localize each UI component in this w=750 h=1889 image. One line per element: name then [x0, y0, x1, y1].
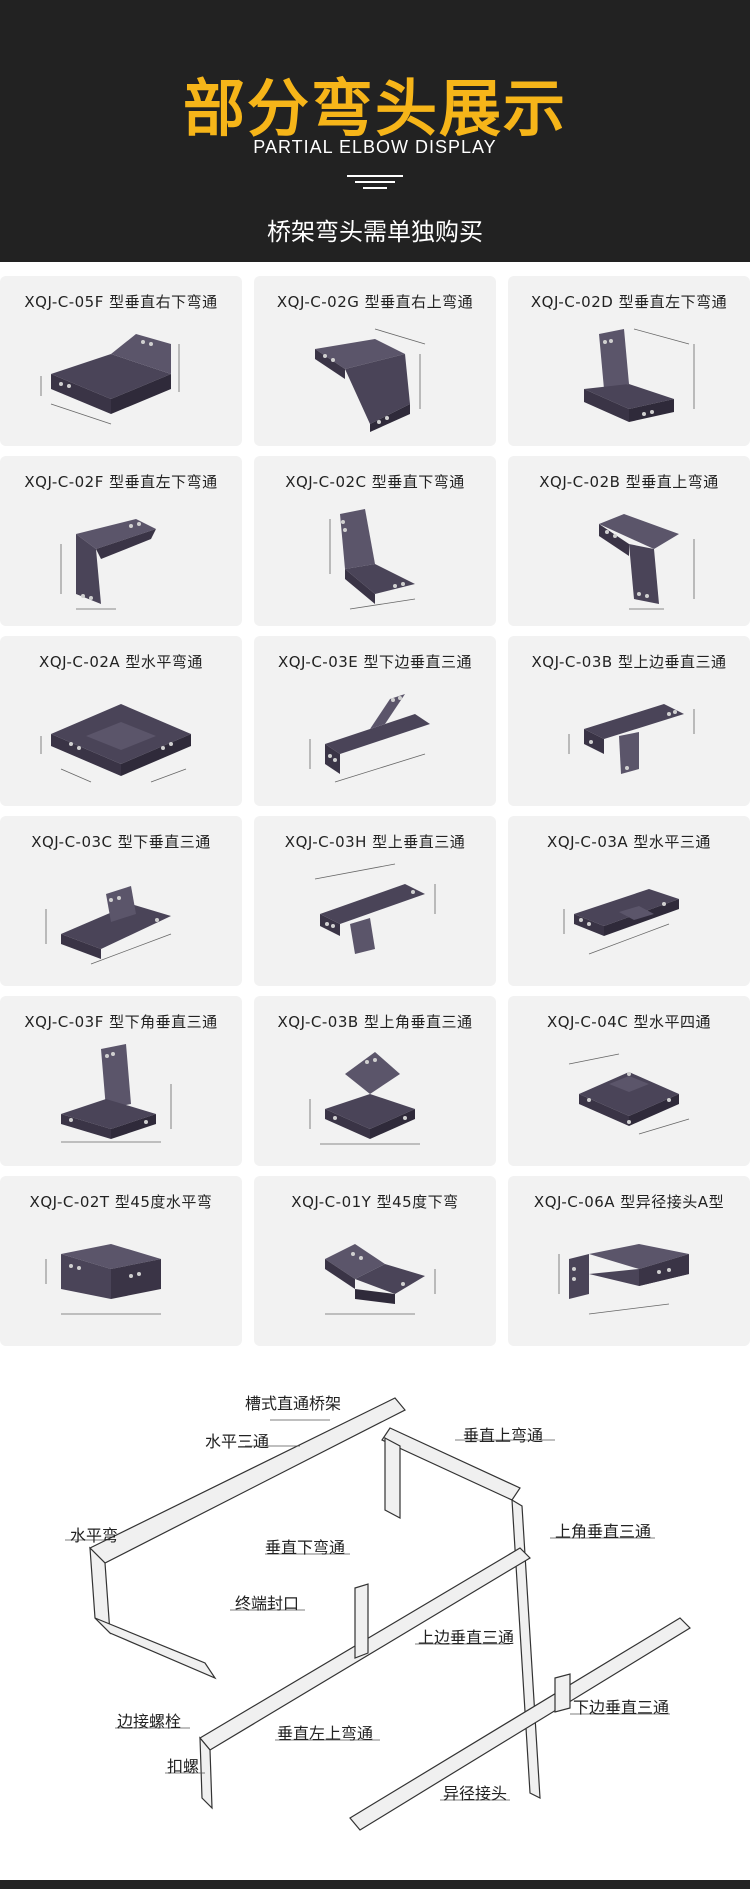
page-subtitle: PARTIAL ELBOW DISPLAY — [253, 137, 497, 157]
product-image-icon — [568, 1053, 690, 1135]
callout-label: 槽式直通桥架 — [245, 1394, 342, 1413]
footer-bar — [0, 1880, 750, 1889]
title-divider-icon — [345, 175, 405, 193]
page-title: 部分弯头展示 — [182, 72, 567, 145]
product-image-icon — [563, 889, 679, 955]
product-card[interactable]: XQJ-C-03C 型下垂直三通 — [0, 816, 242, 986]
product-card[interactable]: XQJ-C-01Y 型45度下弯 — [254, 1176, 496, 1346]
product-card[interactable]: XQJ-C-02C 型垂直下弯通 — [254, 456, 496, 626]
product-card[interactable]: XQJ-C-03F 型下角垂直三通 — [0, 996, 242, 1166]
product-label: XQJ-C-03E 型下边垂直三通 — [277, 653, 473, 671]
callout-label: 边接螺栓 — [117, 1712, 182, 1731]
product-card[interactable]: XQJ-C-03B 型上角垂直三通 — [254, 996, 496, 1166]
product-card[interactable]: XQJ-C-02T 型45度水平弯 — [0, 1176, 242, 1346]
product-label: XQJ-C-06A 型异径接头A型 — [533, 1193, 725, 1211]
callout-label: 垂直下弯通 — [265, 1538, 346, 1557]
product-card[interactable]: XQJ-C-04C 型水平四通 — [508, 996, 750, 1166]
purchase-note: 桥架弯头需单独购买 — [267, 218, 483, 246]
callout-label: 水平三通 — [205, 1432, 270, 1451]
product-label: XQJ-C-02B 型垂直上弯通 — [539, 473, 719, 491]
product-image-icon — [329, 509, 416, 610]
product-card[interactable]: XQJ-C-02G 型垂直右上弯通 — [254, 276, 496, 446]
product-label: XQJ-C-02C 型垂直下弯通 — [285, 473, 465, 491]
callout-label: 上边垂直三通 — [418, 1628, 515, 1647]
product-image-icon — [315, 328, 426, 432]
callout-label: 上角垂直三通 — [555, 1522, 652, 1541]
product-label: XQJ-C-02F 型垂直左下弯通 — [24, 473, 218, 491]
installation-diagram: 槽式直通桥架 水平三通 垂直上弯通 水平弯 垂直下弯通 上角垂直三通 终端封口 … — [0, 1378, 750, 1858]
product-label: XQJ-C-03C 型下垂直三通 — [31, 833, 211, 851]
product-image-icon — [314, 863, 436, 954]
product-label: XQJ-C-05F 型垂直右下弯通 — [24, 293, 218, 311]
product-image-icon — [568, 704, 695, 774]
product-label: XQJ-C-02T 型45度水平弯 — [29, 1193, 213, 1211]
callout-label: 垂直上弯通 — [463, 1426, 544, 1445]
callout-label: 扣螺 — [167, 1757, 200, 1776]
product-card[interactable]: XQJ-C-02B 型垂直上弯通 — [508, 456, 750, 626]
callout-label: 下边垂直三通 — [573, 1698, 670, 1717]
callout-label: 水平弯 — [70, 1526, 119, 1545]
product-label: XQJ-C-02G 型垂直右上弯通 — [276, 293, 474, 311]
callout-label: 终端封口 — [235, 1594, 300, 1613]
product-image-icon — [309, 694, 430, 783]
product-image-icon — [309, 1052, 420, 1145]
product-card[interactable]: XQJ-C-03A 型水平三通 — [508, 816, 750, 986]
product-image-icon — [558, 1244, 689, 1315]
product-label: XQJ-C-03B 型上边垂直三通 — [531, 653, 727, 671]
product-label: XQJ-C-03A 型水平三通 — [547, 833, 711, 851]
product-card[interactable]: XQJ-C-05F 型垂直右下弯通 — [0, 276, 242, 446]
product-card[interactable]: XQJ-C-03B 型上边垂直三通 — [508, 636, 750, 806]
product-card[interactable]: XQJ-C-02F 型垂直左下弯通 — [0, 456, 242, 626]
product-label: XQJ-C-03B 型上角垂直三通 — [277, 1013, 473, 1031]
product-label: XQJ-C-03F 型下角垂直三通 — [24, 1013, 218, 1031]
product-card[interactable]: XQJ-C-03H 型上垂直三通 — [254, 816, 496, 986]
product-label: XQJ-C-02D 型垂直左下弯通 — [530, 293, 728, 311]
product-card[interactable]: XQJ-C-02D 型垂直左下弯通 — [508, 276, 750, 446]
product-label: XQJ-C-01Y 型45度下弯 — [291, 1193, 459, 1211]
tray-system-icon — [65, 1397, 691, 1831]
product-card[interactable]: XQJ-C-06A 型异径接头A型 — [508, 1176, 750, 1346]
product-card[interactable]: XQJ-C-03E 型下边垂直三通 — [254, 636, 496, 806]
product-label: XQJ-C-02A 型水平弯通 — [39, 653, 203, 671]
header-banner: 部分弯头展示 PARTIAL ELBOW DISPLAY 桥架弯头需单独购买 — [0, 0, 750, 262]
product-image-icon — [40, 334, 180, 425]
product-label: XQJ-C-03H 型上垂直三通 — [284, 833, 466, 851]
product-image-icon — [45, 1244, 161, 1315]
product-image-icon — [599, 514, 695, 610]
product-image-icon — [60, 519, 156, 610]
product-label: XQJ-C-04C 型水平四通 — [546, 1013, 712, 1031]
product-image-icon — [61, 1044, 172, 1143]
product-card[interactable]: XQJ-C-02A 型水平弯通 — [0, 636, 242, 806]
product-image-icon — [584, 328, 695, 422]
product-image-icon — [325, 1244, 436, 1315]
callout-label: 异径接头 — [443, 1784, 508, 1803]
product-image-icon — [45, 886, 172, 965]
callout-label: 垂直左上弯通 — [277, 1724, 374, 1743]
product-image-icon — [40, 704, 191, 783]
